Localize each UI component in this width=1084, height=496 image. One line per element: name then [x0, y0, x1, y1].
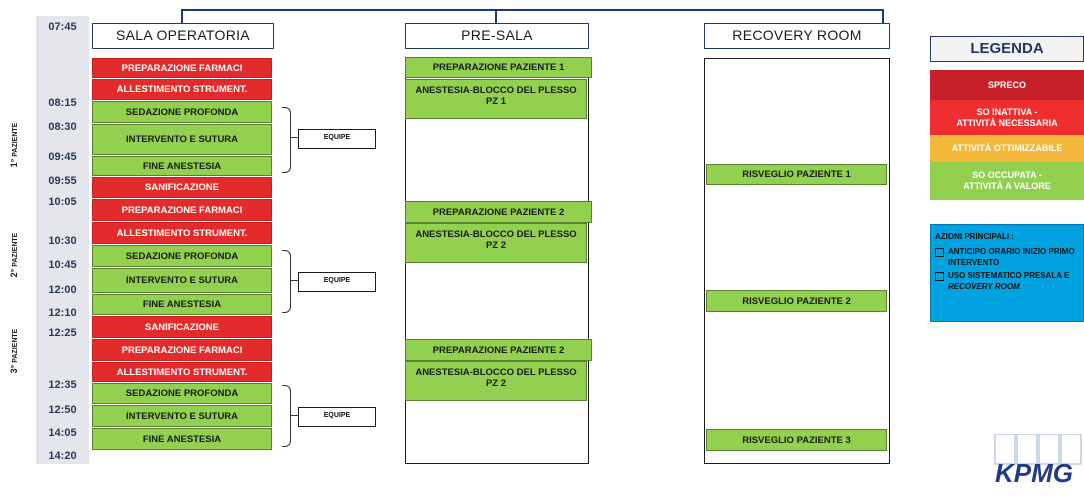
sala-activity: SANIFICAZIONE — [92, 177, 272, 198]
sala-activity: ALLESTIMENTO STRUMENT. — [92, 222, 272, 244]
sala-activity: ALLESTIMENTO STRUMENT. — [92, 362, 272, 382]
time-label: 14:20 — [48, 450, 77, 462]
legend-item-label: SO INATTIVA - — [976, 106, 1038, 117]
kpmg-logo-graphic: KPMG — [994, 434, 1082, 488]
column-header-pre-sala: PRE-SALA — [405, 23, 589, 49]
time-label: 12:10 — [48, 307, 77, 319]
time-label: 12:25 — [48, 327, 77, 339]
legend-item-label: SO OCCUPATA - — [972, 170, 1042, 180]
sala-activity: FINE ANESTESIA — [92, 428, 272, 450]
sala-activity: INTERVENTO E SUTURA — [92, 124, 272, 155]
column-header-sala-operatoria: SALA OPERATORIA — [92, 23, 274, 49]
legend-item-so-occupata: SO OCCUPATA - ATTIVITÀ A VALORE — [930, 162, 1084, 200]
presala-activity: ANESTESIA-BLOCCO DEL PLESSO PZ 1 — [405, 79, 587, 119]
actions-box: AZIONI PRINCIPALI : ANTICIPO ORARIO INIZ… — [930, 224, 1084, 322]
presala-activity: ANESTESIA-BLOCCO DEL PLESSO PZ 2 — [405, 361, 587, 401]
time-label: 12:35 — [48, 379, 77, 391]
time-label: 10:45 — [48, 259, 77, 271]
sala-activity: SEDAZIONE PROFONDA — [92, 245, 272, 267]
sala-activity: FINE ANESTESIA — [92, 294, 272, 315]
patient-label-2: 2° PAZIENTE — [9, 225, 19, 285]
recovery-activity: RISVEGLIO PAZIENTE 2 — [706, 290, 887, 312]
patient-word: PAZIENTE — [12, 122, 19, 157]
legend-item-label: ATTIVITÀ OTTIMIZZABILE — [951, 143, 1063, 153]
time-label: 08:15 — [48, 97, 77, 109]
time-label: 12:00 — [48, 284, 77, 296]
action-item-text: ANTICIPO ORARIO INIZIO PRIMO INTERVENTO — [948, 247, 1075, 267]
legend-item-label: ATTIVITÀ NECESSARIA — [956, 117, 1058, 128]
kpmg-logo: KPMG — [993, 434, 1084, 496]
presala-activity: ANESTESIA-BLOCCO DEL PLESSO PZ 2 — [405, 223, 587, 263]
presala-activity: PREPARAZIONE PAZIENTE 2 — [405, 339, 592, 361]
sala-activity: FINE ANESTESIA — [92, 156, 272, 176]
patient-label-1: 1° PAZIENTE — [9, 115, 19, 175]
action-item-text-italic: RECOVERY ROOM — [948, 282, 1020, 291]
checkbox-icon — [935, 272, 944, 281]
actions-title: AZIONI PRINCIPALI : — [935, 232, 1014, 241]
sala-activity: SEDAZIONE PROFONDA — [92, 383, 272, 404]
action-item: USO SISTEMATICO PRESALA E RECOVERY ROOM — [935, 270, 1079, 292]
time-label: 12:50 — [48, 404, 77, 416]
time-label: 10:30 — [48, 235, 77, 247]
time-label: 10:05 — [48, 196, 77, 208]
sala-activity: SANIFICAZIONE — [92, 316, 272, 338]
sala-activity: INTERVENTO E SUTURA — [92, 268, 272, 293]
connector-recovery — [882, 9, 884, 23]
patient-word: PAZIENTE — [12, 232, 19, 267]
time-label: 08:30 — [48, 121, 77, 133]
time-column — [36, 16, 89, 464]
action-item: ANTICIPO ORARIO INIZIO PRIMO INTERVENTO — [935, 246, 1079, 268]
time-label: 14:05 — [48, 427, 77, 439]
action-item-text: USO SISTEMATICO PRESALA E RECOVERY ROOM — [948, 270, 1069, 292]
checkbox-icon — [935, 248, 944, 257]
presala-activity: PREPARAZIONE PAZIENTE 1 — [405, 57, 592, 78]
recovery-room-column-box — [704, 58, 890, 464]
equipe-bracket — [282, 107, 291, 173]
connector-sala — [181, 9, 183, 23]
equipe-box: EQUIPE — [298, 272, 376, 292]
column-header-recovery-room: RECOVERY ROOM — [704, 23, 890, 49]
sala-activity: INTERVENTO E SUTURA — [92, 405, 272, 427]
legend-item-so-inattiva: SO INATTIVA - ATTIVITÀ NECESSARIA — [930, 100, 1084, 135]
sala-activity: PREPARAZIONE FARMACI — [92, 199, 272, 221]
connector-presala — [495, 9, 497, 23]
presala-activity: PREPARAZIONE PAZIENTE 2 — [405, 201, 592, 223]
recovery-activity: RISVEGLIO PAZIENTE 3 — [706, 429, 887, 451]
patient-label-3: 3° PAZIENTE — [9, 321, 19, 381]
patient-ordinal: 3° — [9, 364, 19, 374]
legend-item-spreco: SPRECO — [930, 70, 1084, 100]
kpmg-logo-text: KPMG — [995, 458, 1073, 488]
equipe-bracket — [282, 250, 291, 313]
legend-title: LEGENDA — [930, 36, 1084, 62]
sala-activity: PREPARAZIONE FARMACI — [92, 339, 272, 361]
connector-top — [181, 9, 884, 11]
sala-activity: SEDAZIONE PROFONDA — [92, 101, 272, 123]
patient-ordinal: 1° — [9, 158, 19, 168]
sala-activity: PREPARAZIONE FARMACI — [92, 58, 272, 78]
time-label: 09:55 — [48, 175, 77, 187]
patient-word: PAZIENTE — [12, 328, 19, 363]
time-label: 07:45 — [48, 21, 77, 33]
legend-item-label: ATTIVITÀ A VALORE — [963, 181, 1051, 191]
equipe-box: EQUIPE — [298, 407, 376, 427]
equipe-bracket — [282, 385, 291, 447]
sala-activity: ALLESTIMENTO STRUMENT. — [92, 79, 272, 100]
patient-ordinal: 2° — [9, 268, 19, 278]
action-item-text-part: USO SISTEMATICO PRESALA E — [948, 271, 1070, 280]
time-label: 09:45 — [48, 151, 77, 163]
legend-item-ottimizzabile: ATTIVITÀ OTTIMIZZABILE — [930, 135, 1084, 162]
legend-item-label: SPRECO — [987, 79, 1026, 90]
equipe-box: EQUIPE — [298, 129, 376, 149]
recovery-activity: RISVEGLIO PAZIENTE 1 — [706, 164, 887, 185]
